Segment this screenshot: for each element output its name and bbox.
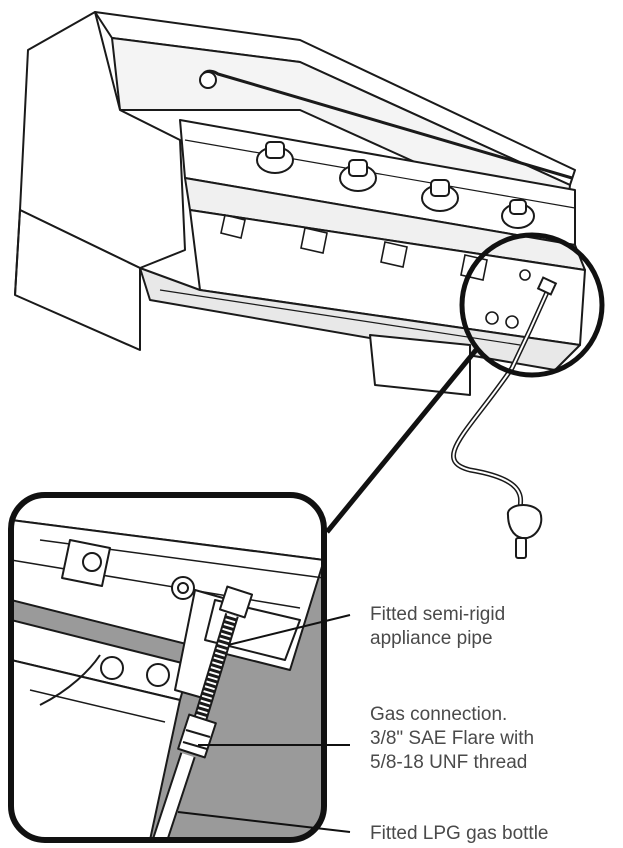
callout-gas-line-1: Gas connection. [370, 704, 508, 725]
callout-pipe-line-1: Fitted semi-rigid [370, 604, 506, 625]
detail-highlight-circle [459, 232, 605, 378]
callout-bottle-line-1: Fitted LPG gas bottle [370, 823, 549, 844]
gas-hose [451, 276, 558, 511]
callout-gas-line-2: 3/8" SAE Flare with [370, 728, 535, 749]
zoom-connector-line [325, 348, 478, 534]
callout-pipe-line-2: appliance pipe [370, 628, 493, 649]
callout-lpg-bottle: Fitted LPG gas bottle [370, 822, 549, 846]
gas-regulator [507, 504, 543, 559]
callout-gas-connection: Gas connection. 3/8" SAE Flare with 5/8-… [370, 703, 534, 775]
zoom-detail-panel [8, 492, 327, 843]
callout-gas-line-3: 5/8-18 UNF thread [370, 752, 528, 773]
leader-bottle [177, 811, 351, 833]
bbq-body [14, 11, 586, 396]
control-knobs [256, 141, 535, 229]
callout-semi-rigid-pipe: Fitted semi-rigid appliance pipe [370, 603, 505, 651]
callout-leaders [177, 614, 351, 833]
burner-valves [220, 214, 531, 329]
leader-pipe [227, 614, 351, 646]
